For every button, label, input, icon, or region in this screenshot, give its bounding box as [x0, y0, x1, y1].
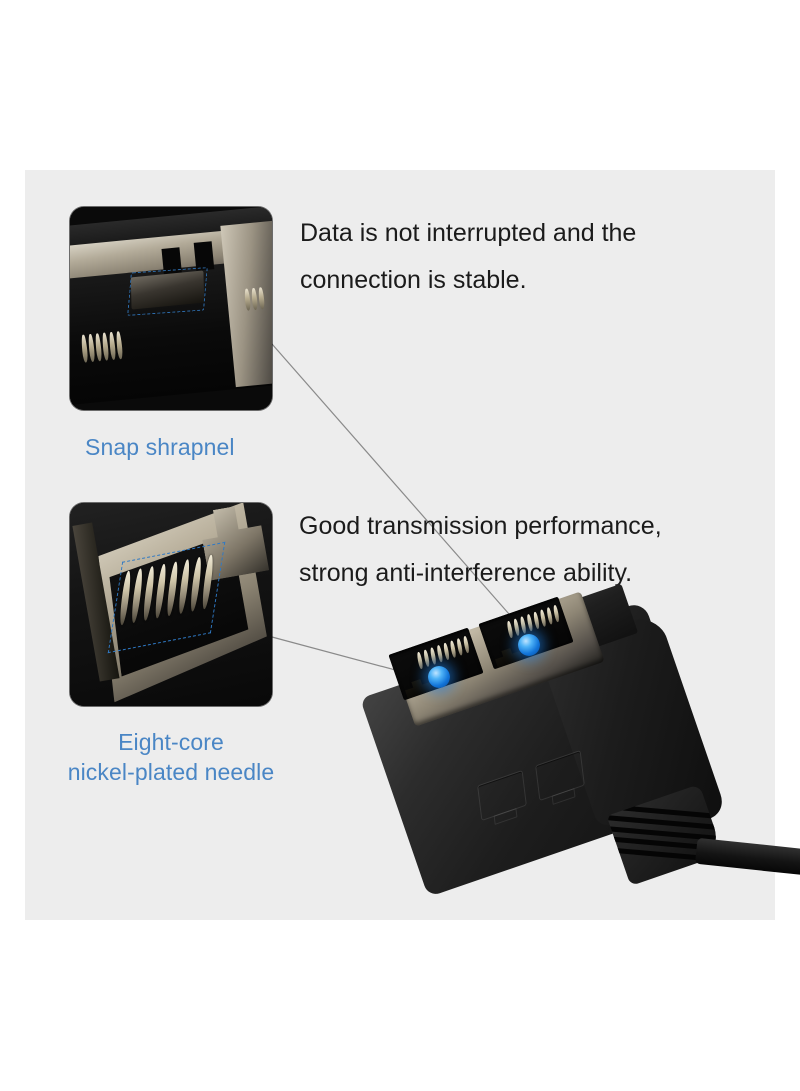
product-photo-dual-rj45-splitter	[359, 583, 800, 930]
caption-eight-core-needle: Eight-core nickel-plated needle	[68, 727, 275, 787]
caption-line: nickel-plated needle	[67, 759, 275, 785]
description-line: Data is not interrupted and the	[300, 219, 637, 247]
caption-snap-shrapnel: Snap shrapnel	[85, 434, 235, 460]
caption-line: Eight-core	[118, 729, 224, 755]
description-eight-core-needle: Good transmission performance, strong an…	[299, 503, 662, 597]
photo-snap-shrapnel	[70, 207, 272, 410]
ethernet-cable	[694, 837, 800, 877]
snap-clip-highlight	[126, 267, 208, 316]
photo-eight-core-needle	[70, 503, 272, 706]
description-line: Good transmission performance,	[299, 512, 662, 540]
description-snap-shrapnel: Data is not interrupted and the connecti…	[300, 210, 636, 304]
led-indicator-left	[428, 666, 450, 688]
description-line: connection is stable.	[300, 266, 527, 294]
led-indicator-right	[518, 634, 540, 656]
description-line: strong anti-interference ability.	[299, 559, 633, 587]
